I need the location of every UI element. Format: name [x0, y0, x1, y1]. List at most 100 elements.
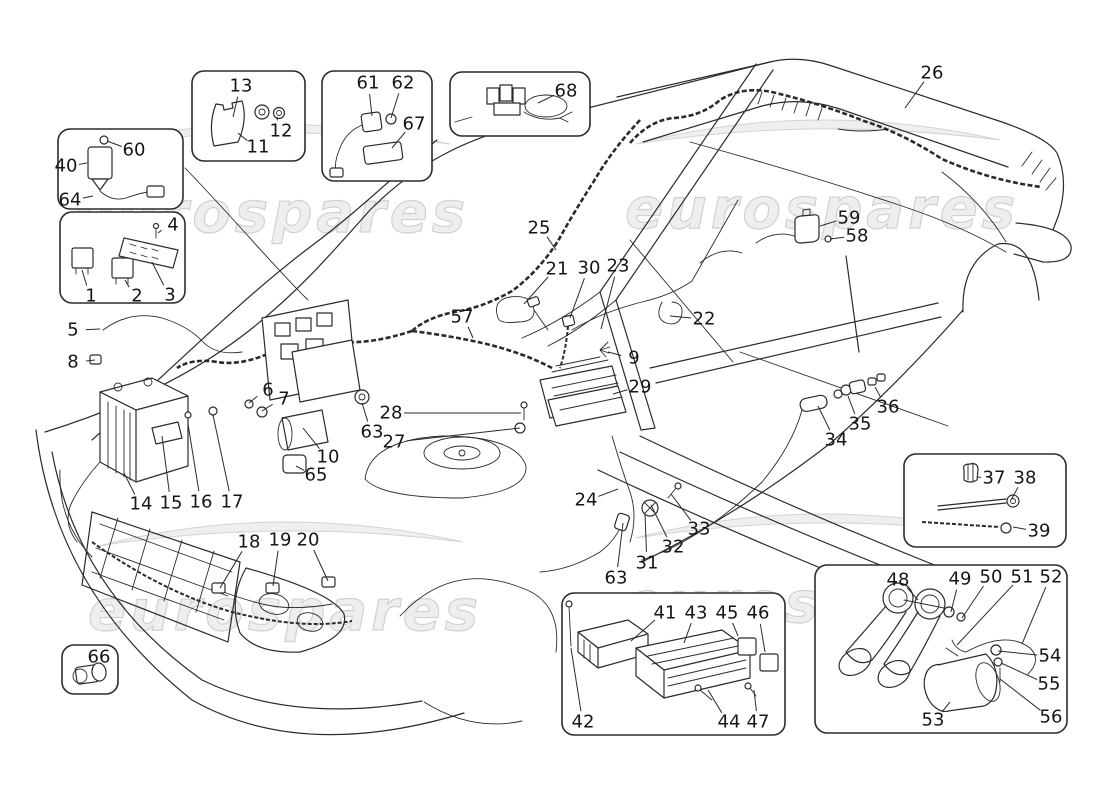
- leader-line-33: [670, 493, 692, 521]
- watermark-text: eurospares: [88, 579, 482, 644]
- callout-18: 18: [238, 532, 261, 553]
- callout-26: 26: [921, 63, 944, 84]
- callout-28: 28: [380, 403, 403, 424]
- inset-box-air-horns: [814, 564, 1068, 734]
- leader-line-3: [151, 261, 165, 286]
- leader-line-27: [406, 427, 521, 442]
- leader-line-16: [187, 423, 200, 492]
- callout-16: 16: [190, 492, 213, 513]
- callout-63: 63: [361, 422, 384, 443]
- leader-line-2: [124, 279, 130, 288]
- leader-line-10: [302, 427, 320, 449]
- callout-7: 7: [278, 389, 289, 410]
- leader-line-65: [295, 465, 305, 471]
- callout-17: 17: [221, 492, 244, 513]
- callout-63: 63: [605, 568, 628, 589]
- callout-2: 2: [131, 286, 142, 307]
- leader-line-34: [817, 405, 831, 431]
- harness-loop-22: [658, 301, 683, 325]
- leader-line-60: [106, 140, 122, 147]
- distributor-plate-11: [210, 100, 286, 147]
- callout-68: 68: [555, 81, 578, 102]
- callout-31: 31: [636, 553, 659, 574]
- leader-line-45: [732, 622, 739, 637]
- callout-15: 15: [160, 493, 183, 514]
- leader-line-42: [570, 647, 582, 712]
- callout-36: 36: [877, 397, 900, 418]
- callout-55: 55: [1038, 674, 1061, 695]
- ecu-modules-41-47: [565, 600, 779, 701]
- leader-line-38: [1010, 487, 1019, 501]
- leader-line-48: [906, 587, 919, 601]
- leader-line-8: [85, 359, 96, 362]
- electrical-components: [89, 208, 886, 594]
- callout-14: 14: [130, 494, 153, 515]
- leader-line-63: [361, 402, 369, 422]
- leader-line-49: [950, 589, 958, 613]
- clip-37-rod-38-tie-39: [921, 462, 1020, 534]
- callout-10: 10: [317, 447, 340, 468]
- leader-line-52: [1021, 586, 1047, 645]
- callout-9: 9: [628, 348, 639, 369]
- watermark-1: eurospares: [624, 119, 1016, 243]
- callout-49: 49: [949, 569, 972, 590]
- callout-62: 62: [392, 73, 415, 94]
- callout-1: 1: [85, 286, 96, 307]
- relays-1-2-fusestrip-3-screw-4: [71, 222, 179, 285]
- callout-47: 47: [747, 712, 770, 733]
- leader-line-67: [391, 131, 406, 149]
- connector-30: [561, 314, 576, 328]
- leader-line-7: [261, 403, 273, 412]
- antenna-cable-21: [496, 296, 549, 331]
- leader-line-61: [369, 93, 373, 117]
- fuel-tank: [364, 435, 527, 499]
- rear-deck-harness: [629, 88, 1043, 189]
- center-harness: [411, 329, 555, 371]
- main-harness: [411, 119, 641, 332]
- front-grille: [81, 511, 241, 643]
- callout-22: 22: [693, 309, 716, 330]
- side-connectors-34-35-36: [799, 373, 886, 413]
- callout-12: 12: [270, 121, 293, 142]
- callout-4: 4: [167, 215, 178, 236]
- callout-48: 48: [887, 570, 910, 591]
- leader-line-15: [161, 435, 170, 493]
- inset-box-contents: [71, 84, 1036, 713]
- callout-64: 64: [59, 190, 82, 211]
- leader-line-40: [78, 162, 88, 165]
- callout-33: 33: [688, 519, 711, 540]
- leader-line-18: [219, 551, 243, 589]
- leader-line-14: [123, 472, 136, 495]
- leader-line-66: [91, 666, 94, 672]
- callout-27: 27: [383, 432, 406, 453]
- leader-line-44: [707, 689, 723, 714]
- tps-sensor-40-60-64: [87, 135, 165, 200]
- callout-61: 61: [357, 73, 380, 94]
- callout-51: 51: [1011, 567, 1034, 588]
- callout-30: 30: [578, 258, 601, 279]
- callout-6: 6: [262, 380, 273, 401]
- callout-25: 25: [528, 218, 551, 239]
- leader-line-43: [683, 623, 692, 644]
- alternator: [282, 454, 307, 474]
- callout-54: 54: [1039, 646, 1062, 667]
- callout-59: 59: [838, 208, 861, 229]
- callout-21: 21: [546, 259, 569, 280]
- wire-ends-9: [599, 341, 611, 358]
- callout-50: 50: [980, 567, 1003, 588]
- leader-line-50: [961, 585, 984, 619]
- air-horns-48-56: [838, 582, 1036, 713]
- headlamp-pod: [234, 567, 346, 653]
- leader-line-9: [607, 351, 622, 357]
- callout-46: 46: [747, 603, 770, 624]
- leader-line-6: [248, 395, 258, 404]
- callout-32: 32: [662, 537, 685, 558]
- leader-line-30: [569, 278, 585, 319]
- leader-line-21: [523, 276, 549, 305]
- callout-52: 52: [1040, 567, 1063, 588]
- callout-41: 41: [654, 603, 677, 624]
- bumper-harness: [91, 541, 353, 625]
- leader-line-55: [1000, 662, 1038, 681]
